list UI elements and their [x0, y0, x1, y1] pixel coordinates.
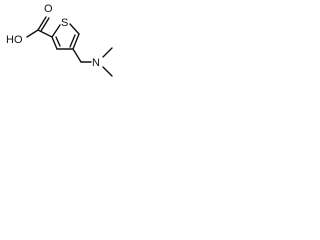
chemical-structure-diagram: O HO S N	[6, 3, 113, 77]
bond-carboxyl-c-ring	[37, 29, 53, 38]
carbonyl-oxygen-label: O	[44, 3, 53, 15]
bond-carboxyl-c-oh	[26, 29, 39, 38]
bond-ring-c3-c2	[51, 36, 58, 50]
bond-carbonyl-c-o-double	[40, 17, 50, 32]
bond-ring-c3-c2-double	[55, 36, 61, 47]
bond-carbonyl-c-o-single	[37, 16, 47, 31]
bond-ring-c2-s	[51, 24, 61, 38]
atom-labels: O HO S N	[6, 3, 100, 69]
bond-layer	[26, 16, 113, 77]
bond-n-methyl-lower	[102, 66, 113, 77]
bond-ring-c5-c4-double	[69, 34, 76, 48]
bond-c4-ch2	[72, 48, 82, 63]
bond-ring-c5-c4	[72, 33, 80, 50]
sulfur-label: S	[61, 17, 68, 29]
bond-n-methyl-upper	[102, 47, 113, 58]
hydroxyl-label: HO	[6, 34, 23, 46]
bond-ring-s-c5	[69, 23, 80, 35]
nitrogen-label: N	[92, 57, 100, 69]
